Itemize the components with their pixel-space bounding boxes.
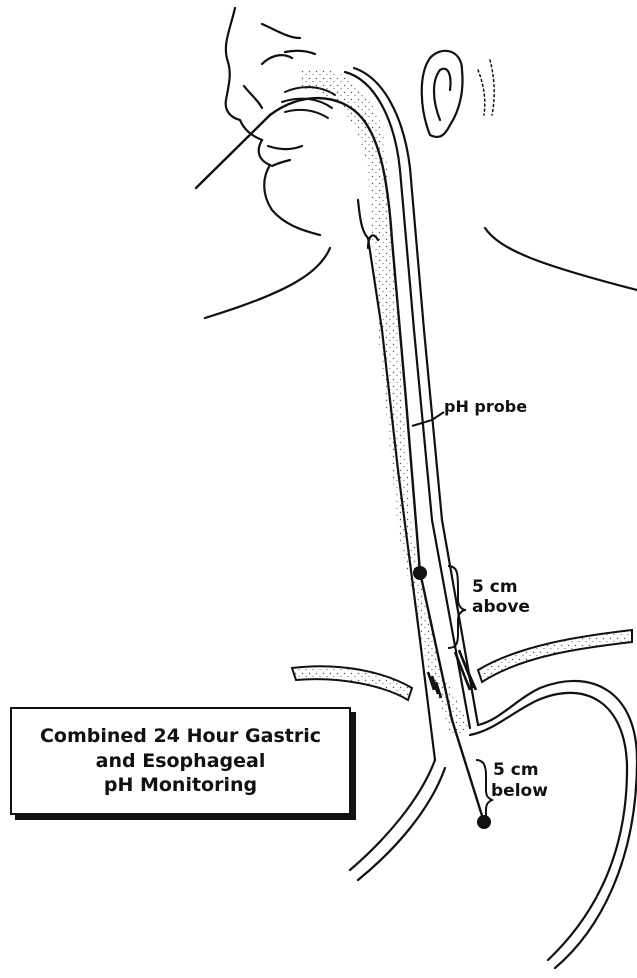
- stomach-outline: [350, 681, 637, 968]
- above-word-label: above: [472, 598, 530, 618]
- probe-leader-line: [412, 412, 444, 426]
- ph-probe-label: pH probe: [444, 398, 527, 416]
- below-distance-label: 5 cm: [493, 761, 539, 781]
- below-bracket: [476, 760, 492, 824]
- title-line-1: Combined 24 Hour Gastric: [40, 724, 321, 749]
- upper-sensor-dot: [413, 566, 427, 580]
- title-line-2: and Esophageal: [96, 749, 266, 774]
- ear: [422, 51, 494, 137]
- title-box: Combined 24 Hour Gastric and Esophageal …: [10, 707, 351, 815]
- title-line-3: pH Monitoring: [104, 773, 257, 798]
- below-word-label: below: [491, 782, 548, 802]
- head-outline: [226, 8, 320, 235]
- above-distance-label: 5 cm: [472, 578, 518, 598]
